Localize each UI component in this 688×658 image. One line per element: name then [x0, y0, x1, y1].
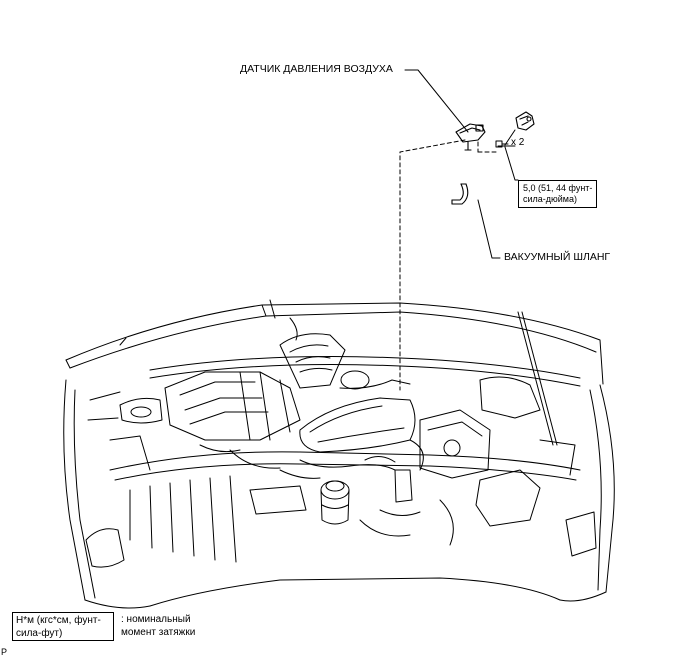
vehicle-body — [63, 379, 615, 609]
torque-unit-legend-description: : номинальный момент затяжки — [121, 613, 195, 639]
sensor-connector-part — [515, 111, 535, 131]
vacuum-hose-part — [451, 183, 469, 205]
torque-spec-box: 5,0 (51, 44 фунт- сила-дюйма) — [518, 180, 598, 208]
vacuum-hose-label: ВАКУУМНЫЙ ШЛАНГ — [504, 251, 611, 263]
legend-unit-line-1: Н*м (кгс*см, фунт- — [16, 615, 101, 626]
air-intake-duct — [279, 333, 411, 390]
hoses-and-wiring — [199, 439, 454, 546]
brake-reservoir — [320, 480, 350, 525]
legend-unit-line-2: сила-фут) — [16, 628, 63, 639]
legend-desc-line-2: момент затяжки — [121, 627, 196, 638]
figure-reference-code: P — [1, 647, 8, 657]
cowl-panel — [149, 356, 581, 387]
left-side-components — [87, 299, 307, 515]
torque-spec-line-1: 5,0 (51, 44 фунт- — [523, 183, 593, 193]
legend-desc-line-1: : номинальный — [121, 614, 191, 625]
bolt-part — [495, 140, 509, 148]
right-side-components — [364, 376, 541, 527]
front-radiator-area — [109, 435, 581, 563]
engine-cover — [299, 397, 416, 453]
engine-hood — [65, 302, 604, 385]
projection-lines — [399, 139, 498, 391]
intake-plenum — [164, 371, 301, 441]
bolt-quantity-label: x 2 — [511, 137, 525, 148]
torque-spec-line-2: сила-дюйма) — [523, 194, 577, 204]
torque-unit-legend-box: Н*м (кгс*см, фунт- сила-фут) — [12, 612, 114, 641]
air-pressure-sensor-label: ДАТЧИК ДАВЛЕНИЯ ВОЗДУХА — [240, 63, 393, 75]
leader-lines — [404, 69, 519, 259]
air-pressure-sensor-part — [455, 123, 486, 151]
